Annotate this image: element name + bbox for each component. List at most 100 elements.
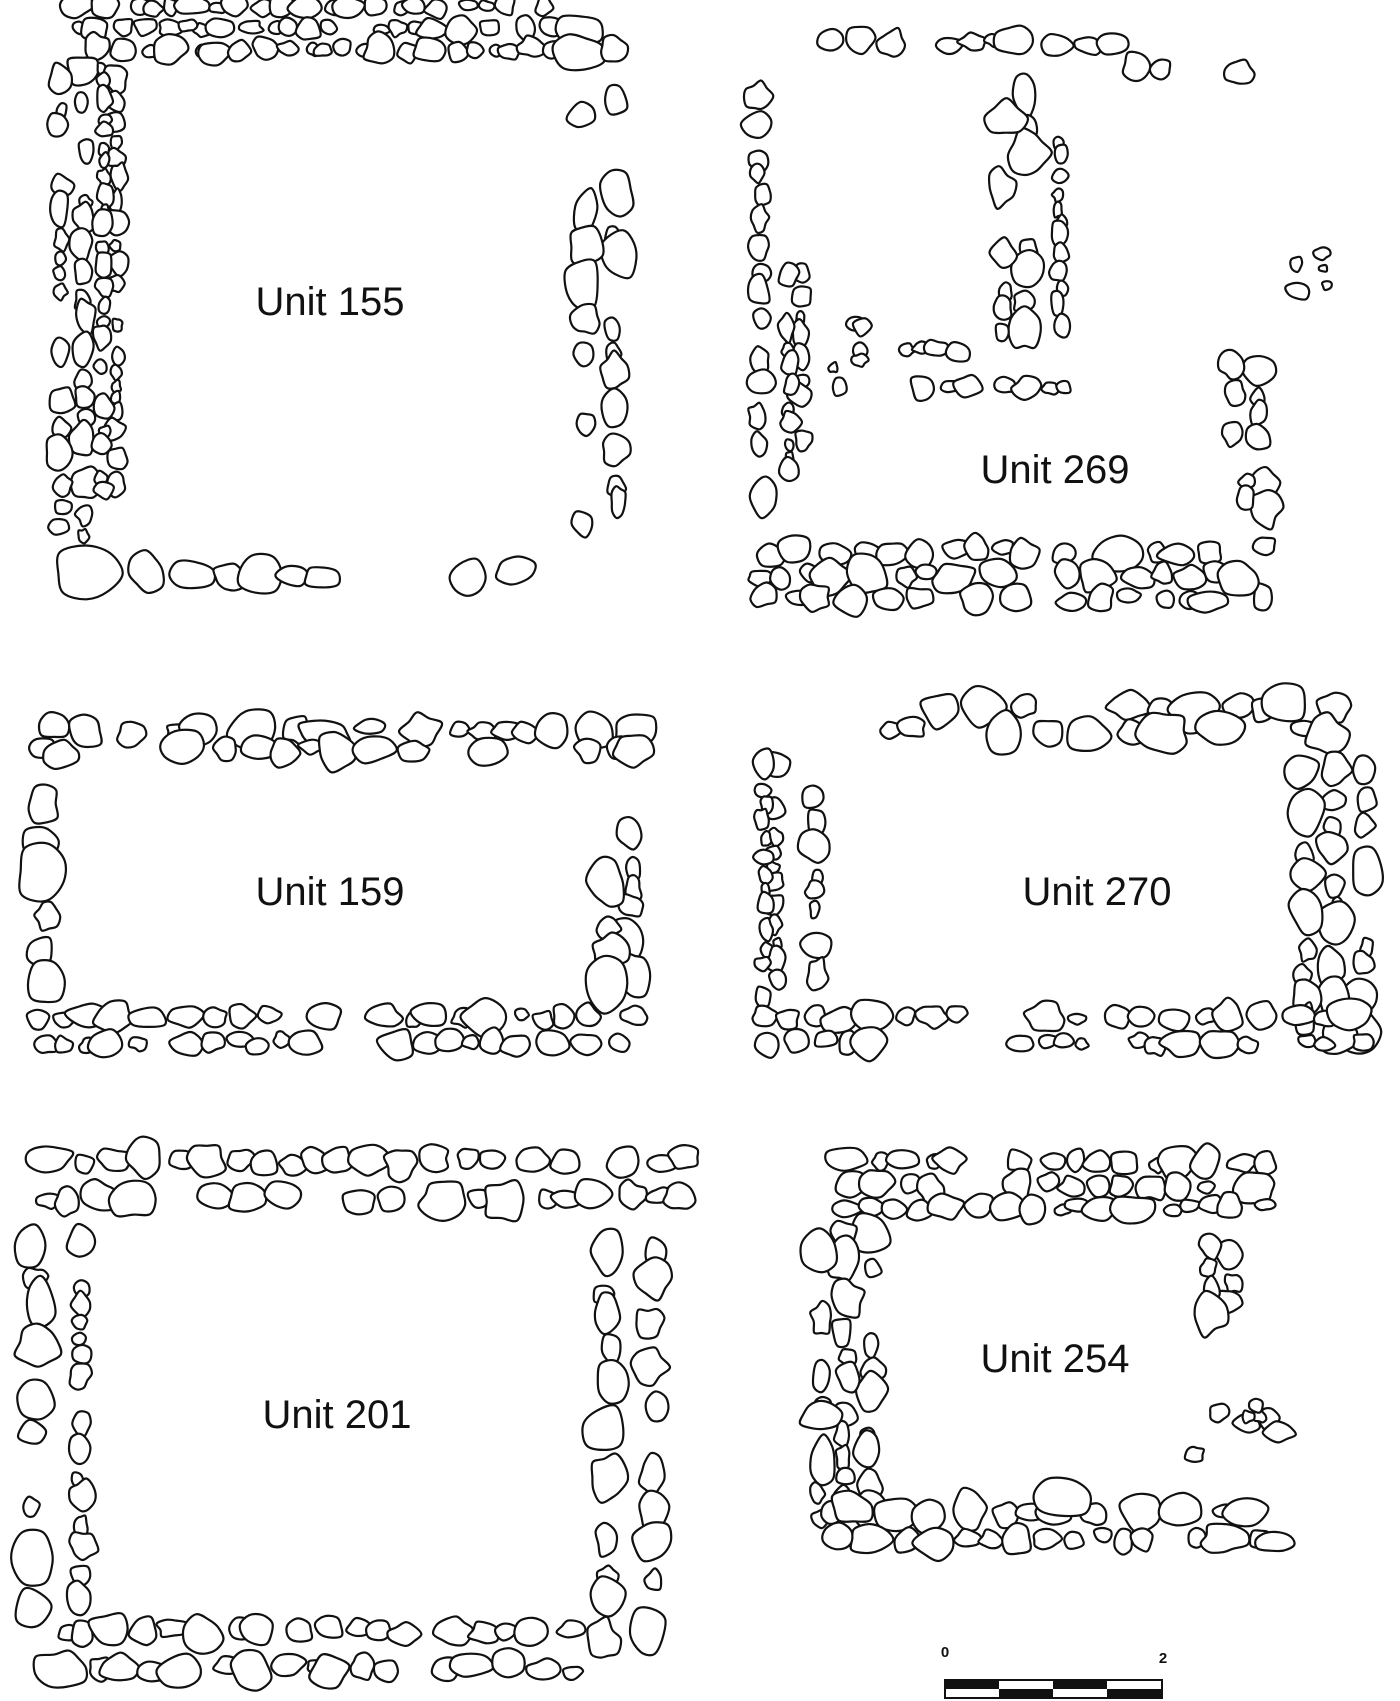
stone-outline <box>294 16 322 41</box>
stone-outline <box>1286 787 1326 838</box>
stone-outline <box>204 17 236 39</box>
stone-outline <box>1104 688 1153 721</box>
stone-outline <box>875 26 907 58</box>
stone-outline <box>1109 1195 1157 1225</box>
stone-outline <box>1092 1526 1113 1544</box>
scale-segment <box>1053 1680 1107 1689</box>
stone-outline <box>952 1527 983 1548</box>
stone-outline <box>431 1615 474 1647</box>
stone-outline <box>465 41 485 60</box>
stone-outline <box>95 182 115 209</box>
stone-outline <box>52 282 69 302</box>
stone-outline <box>1126 1005 1156 1028</box>
stone-outline <box>415 16 449 40</box>
stone-outline <box>753 807 770 831</box>
stone-outline <box>628 1606 667 1657</box>
stone-outline <box>513 1616 549 1647</box>
stone-outline <box>857 1169 897 1199</box>
stone-outline <box>1036 1171 1061 1193</box>
stone-outline <box>919 692 960 731</box>
stone-outline <box>611 734 656 769</box>
stone-outline <box>226 38 253 63</box>
stone-outline <box>563 258 599 311</box>
stone-outline <box>816 27 845 52</box>
stone-outline <box>1312 246 1332 262</box>
stone-outline <box>10 1528 54 1587</box>
stone-outline <box>494 555 537 586</box>
stone-outline <box>109 363 123 382</box>
stone-outline <box>849 998 895 1033</box>
stone-outline <box>1194 709 1247 746</box>
stone-outline <box>51 473 74 498</box>
scale-start-label: 0 <box>941 1644 949 1661</box>
stone-outline <box>870 1151 892 1172</box>
stone-outline <box>590 1452 630 1504</box>
stone-outline <box>1009 693 1038 719</box>
stone-outline <box>1053 558 1081 590</box>
stone-outline <box>809 1481 827 1505</box>
stone-outline <box>1225 1152 1257 1174</box>
stone-outline <box>1316 900 1356 946</box>
stone-outline <box>202 1006 228 1029</box>
stone-outline <box>477 0 496 12</box>
stone-outline <box>751 747 775 781</box>
stone-outline <box>1032 1527 1064 1551</box>
stone-outline <box>783 1027 810 1054</box>
stone-outline <box>1172 563 1208 591</box>
stone-outline <box>1253 1150 1278 1177</box>
stone-outline <box>1052 241 1071 264</box>
stone-outline <box>862 1332 880 1360</box>
stone-outline <box>803 879 826 900</box>
stone-outline <box>1050 289 1065 317</box>
stone-outline <box>91 208 114 238</box>
stone-outline <box>998 582 1033 613</box>
stone-outline <box>757 864 774 885</box>
stone-outline <box>1032 1476 1092 1518</box>
stone-outline <box>1157 1491 1203 1527</box>
stone-outline <box>599 349 631 390</box>
stone-outline <box>109 37 137 63</box>
stone-outline <box>774 1008 800 1031</box>
stone-outline <box>845 25 877 56</box>
stone-outline <box>1118 1492 1162 1534</box>
stone-outline <box>871 587 905 612</box>
stone-outline <box>535 1029 571 1057</box>
stone-outline <box>1155 542 1196 567</box>
stone-outline <box>952 373 984 399</box>
stone-outline <box>33 900 62 932</box>
stone-outline <box>1085 1174 1111 1199</box>
stone-outline <box>779 409 804 434</box>
stone-outline <box>827 360 839 374</box>
stone-outline <box>92 480 115 501</box>
stone-outline <box>1121 50 1152 82</box>
stone-outline <box>790 285 813 308</box>
stone-outline <box>376 1185 406 1213</box>
stone-outline <box>1053 143 1069 165</box>
stone-outline <box>313 1614 344 1639</box>
stone-outline <box>13 1322 63 1368</box>
stone-outline <box>71 1410 92 1438</box>
stone-outline <box>610 485 627 520</box>
stone-outline <box>457 0 479 12</box>
stone-outline <box>67 1477 97 1513</box>
stone-outline <box>561 1665 585 1682</box>
stone-outline <box>1048 259 1068 282</box>
stone-outline <box>108 238 122 253</box>
stone-outline <box>73 91 89 114</box>
stone-outline <box>1196 540 1223 565</box>
stone-outline <box>754 182 772 207</box>
stone-plan-unit-201 <box>10 1135 700 1692</box>
stone-outline <box>493 0 516 17</box>
stone-outline <box>1260 682 1306 723</box>
stone-outline <box>219 0 249 18</box>
stone-outline <box>748 475 778 520</box>
stone-outline <box>1236 1035 1260 1055</box>
stone-outline <box>909 375 935 402</box>
stone-outline <box>91 324 113 352</box>
stone-outline <box>1006 126 1053 177</box>
stone-outline <box>798 583 831 614</box>
stone-outline <box>794 429 814 453</box>
stone-outline <box>1325 997 1373 1032</box>
stone-outline <box>1006 1148 1033 1173</box>
stone-outline <box>365 1619 392 1642</box>
